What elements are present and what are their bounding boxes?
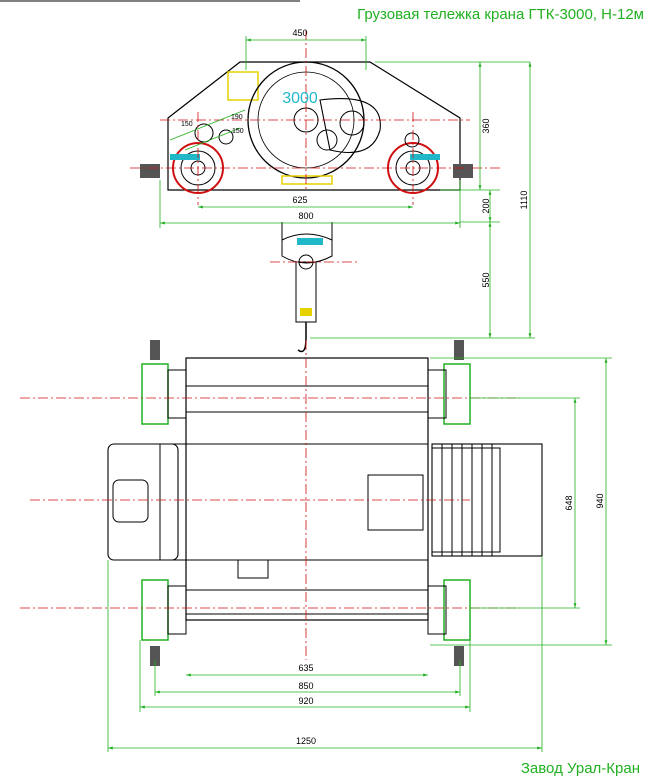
buffer-right — [453, 164, 473, 178]
dim-450: 450 — [292, 28, 307, 38]
yellow-base — [281, 175, 333, 185]
dim-625: 625 — [292, 195, 307, 205]
dim-150-a: 150 — [181, 121, 193, 128]
dim-1110: 1110 — [519, 191, 529, 210]
gear-shaft-2 — [316, 129, 338, 151]
dim-800: 800 — [298, 211, 313, 221]
plan-view — [20, 340, 543, 666]
dimension-lines — [107, 36, 612, 752]
hook-block — [270, 222, 360, 353]
dim-150-b: 150 — [232, 128, 244, 135]
buffer-left — [140, 164, 160, 178]
yellow-bracket — [227, 71, 259, 101]
gear-shaft — [339, 110, 365, 136]
small-pulley-2 — [218, 129, 234, 145]
dim-850: 850 — [298, 681, 313, 691]
dim-940: 940 — [595, 493, 605, 508]
wheel-tr — [427, 340, 471, 425]
frame — [185, 357, 429, 621]
drawing-title: Грузовая тележка крана ГТК-3000, Н-12м — [357, 6, 644, 23]
manufacturer-label: Завод Урал-Кран — [520, 760, 640, 777]
gear-housing — [167, 61, 461, 191]
wheel-bl — [141, 579, 187, 666]
dim-200: 200 — [481, 198, 491, 213]
dim-1250: 1250 — [296, 736, 316, 746]
gear-cover — [319, 98, 381, 154]
small-pulley-3 — [404, 132, 420, 148]
dim-550: 550 — [481, 272, 491, 287]
dim-648: 648 — [564, 495, 574, 510]
wheel-br — [427, 579, 471, 666]
dim-920: 920 — [298, 696, 313, 706]
capacity-label: 3000 — [282, 90, 318, 107]
dim-635: 635 — [298, 663, 313, 673]
dim-190: 190 — [231, 114, 243, 121]
side-view: 3000 — [130, 30, 500, 205]
dim-360: 360 — [481, 118, 491, 133]
wheel-tl — [141, 340, 187, 425]
